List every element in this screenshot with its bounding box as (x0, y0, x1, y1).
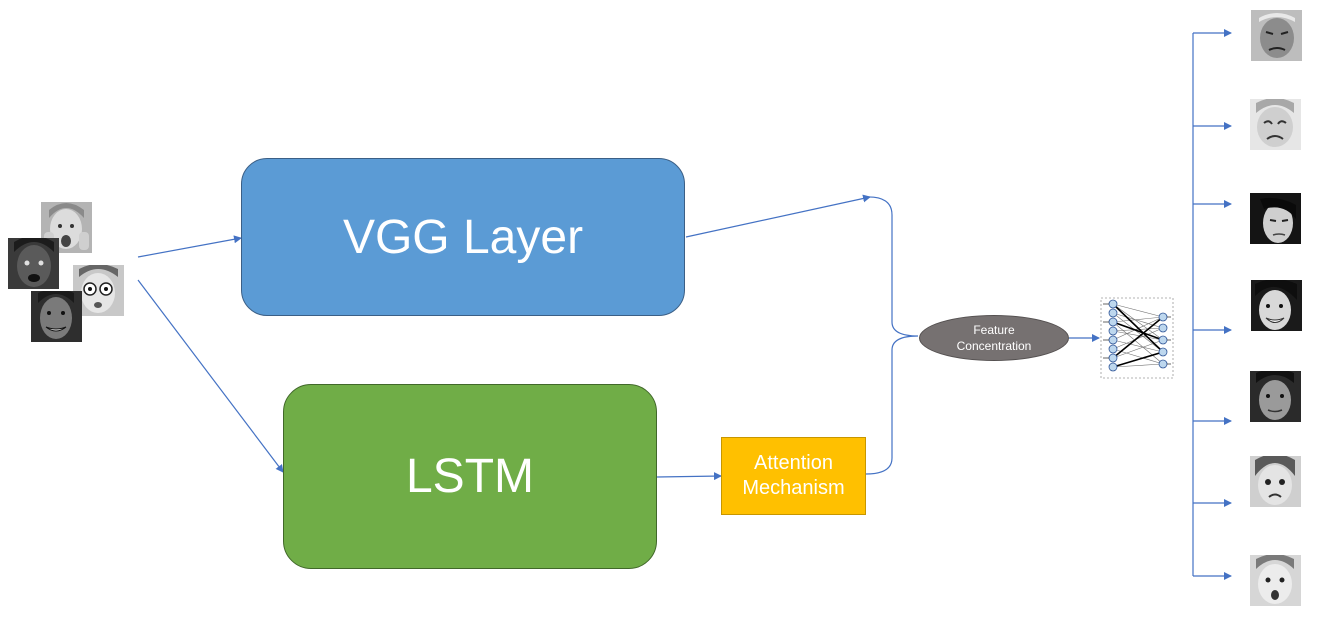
feature-label-line1: Feature (973, 322, 1015, 337)
attention-label-line1: Attention (754, 452, 833, 474)
feature-concentration-ellipse: Feature Concentration (919, 315, 1069, 361)
feature-label-line2: Concentration (956, 339, 1032, 353)
neural-network-icon (1100, 297, 1174, 379)
face-photo-icon (1250, 456, 1301, 507)
face-photo-icon (31, 291, 82, 342)
face-photo-icon (1251, 280, 1302, 331)
face-photo-icon (1250, 371, 1301, 422)
vgg-layer-box: VGG Layer (241, 158, 685, 316)
face-photo-icon (1251, 10, 1302, 61)
face-photo-icon (1250, 99, 1301, 150)
arrow-lstm-to-attention (656, 472, 722, 481)
face-photo-icon (1250, 555, 1301, 606)
merge-brace (865, 196, 919, 475)
face-photo-icon (8, 238, 59, 289)
vgg-layer-label: VGG Layer (342, 210, 584, 264)
attention-label-line2: Mechanism (742, 477, 845, 499)
lstm-box: LSTM (283, 384, 657, 569)
arrow-input-to-lstm (137, 279, 284, 473)
face-photo-icon (1250, 193, 1301, 244)
arrow-vgg-to-merge (685, 194, 871, 238)
arrow-input-to-vgg (137, 235, 242, 258)
lstm-label: LSTM (405, 450, 534, 503)
attention-mechanism-box: Attention Mechanism (721, 437, 866, 515)
